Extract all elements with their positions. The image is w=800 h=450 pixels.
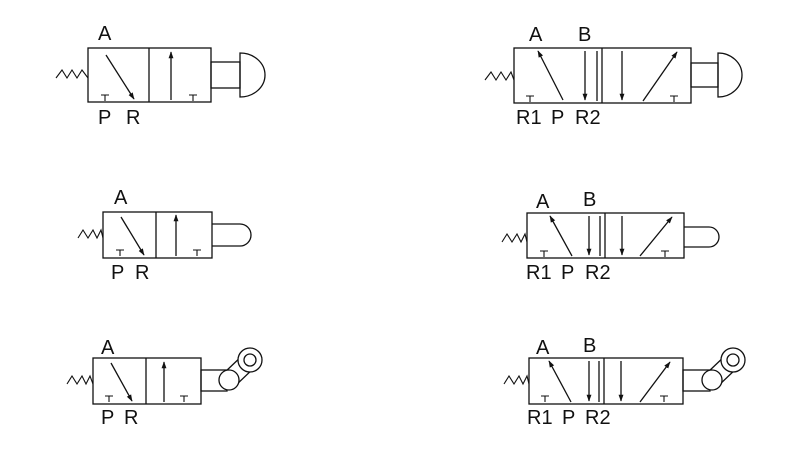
port-label-r2: R2 (575, 107, 601, 129)
blocked-port-mark (101, 94, 109, 101)
port-label-r: R (124, 407, 138, 429)
spring-symbol (77, 228, 104, 240)
port-label-a: A (536, 337, 550, 359)
blocked-port-mark (660, 395, 668, 402)
valve-3-2-push-button: A P R (55, 23, 266, 129)
blocked-port-mark (105, 395, 113, 402)
flow-arrow-p-to-a (549, 215, 573, 257)
valve-5-2-roller-lever: A B R1 P R2 (503, 335, 746, 429)
blocked-port-mark (670, 95, 678, 102)
plunger-actuator (212, 223, 252, 247)
blocked-port-mark (193, 249, 201, 256)
blocked-port-mark (116, 249, 124, 256)
port-label-r2: R2 (585, 407, 611, 429)
blocked-port-mark (661, 250, 669, 257)
valve-body (528, 357, 684, 405)
port-label-r: R (126, 107, 140, 129)
lever-pivot-roller (701, 369, 723, 391)
port-label-a: A (101, 337, 115, 359)
lever-pivot-roller (218, 369, 240, 391)
spring-symbol (484, 70, 515, 82)
blocked-port-mark (180, 395, 188, 402)
port-label-a: A (536, 191, 550, 213)
spring-symbol (503, 374, 530, 386)
blocked-port-mark (541, 395, 549, 402)
roller-wheel (720, 347, 746, 373)
port-label-a: A (114, 187, 128, 209)
push-button-head (717, 52, 743, 98)
flow-arrow-p-to-r (105, 54, 135, 100)
port-label-b: B (583, 335, 596, 357)
roller-wheel (237, 347, 263, 373)
blocked-port-mark (540, 250, 548, 257)
flow-arrow-p-to-b (639, 216, 673, 257)
port-label-p: P (551, 107, 564, 129)
port-label-r1: R1 (527, 407, 553, 429)
flow-arrow-p-to-b (639, 361, 671, 403)
plunger-actuator (684, 226, 720, 248)
push-button-head (239, 52, 266, 98)
port-label-p: P (98, 107, 111, 129)
actuator-stem (690, 62, 719, 88)
roller-wheel-hub (726, 353, 740, 367)
valve-3-2-roller-lever: A P R (66, 337, 263, 429)
flow-arrow-p-to-b (642, 51, 678, 102)
spring-symbol (55, 68, 89, 80)
blocked-port-mark (526, 95, 534, 102)
port-label-r1: R1 (516, 107, 542, 129)
flow-arrow-p-to-r (110, 362, 133, 402)
port-label-r: R (135, 262, 149, 284)
flow-arrow-p-to-a (548, 360, 572, 403)
actuator-stem (210, 61, 241, 89)
spring-symbol (501, 232, 528, 244)
roller-wheel-hub (243, 353, 257, 367)
valve-3-2-plunger: A P R (77, 187, 252, 284)
port-label-p: P (562, 407, 575, 429)
valve-5-2-plunger: A B R1 P R2 (501, 189, 720, 284)
port-label-p: P (111, 262, 124, 284)
spring-symbol (66, 374, 94, 386)
blocked-port-mark (189, 94, 197, 101)
valve-5-2-push-button: A B R1 P R2 (484, 24, 743, 129)
port-label-a: A (98, 23, 112, 45)
port-label-b: B (583, 189, 596, 211)
valve-body (102, 211, 213, 259)
port-label-a: A (529, 24, 543, 46)
port-label-r1: R1 (526, 262, 552, 284)
port-label-r2: R2 (585, 262, 611, 284)
flow-arrow-p-to-r (120, 216, 145, 256)
flow-arrow-p-to-a (537, 50, 564, 101)
port-label-b: B (578, 24, 591, 46)
port-label-p: P (561, 262, 574, 284)
port-label-p: P (101, 407, 114, 429)
